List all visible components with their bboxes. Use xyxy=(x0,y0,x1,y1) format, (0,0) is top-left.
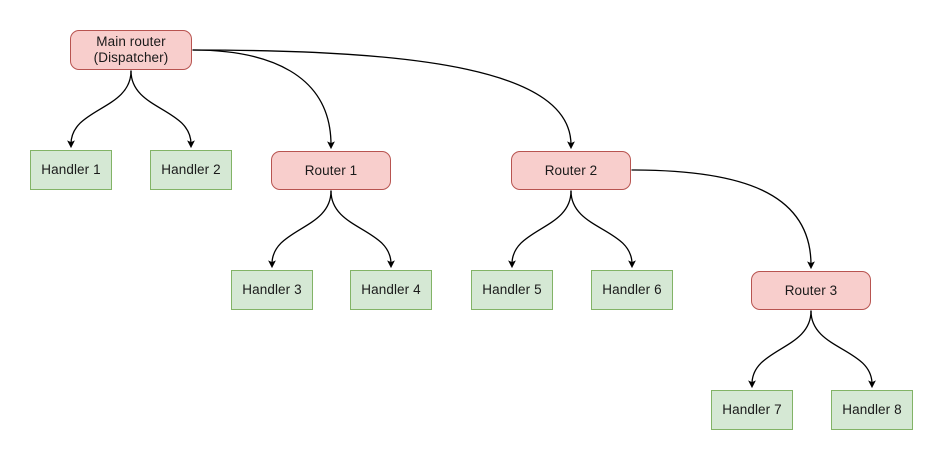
node-router-1[interactable]: Router 1 xyxy=(271,151,391,190)
node-handler-5[interactable]: Handler 5 xyxy=(471,270,553,310)
node-label-main-router: Main router (Dispatcher) xyxy=(93,34,169,65)
node-handler-3[interactable]: Handler 3 xyxy=(231,270,313,310)
node-handler-1[interactable]: Handler 1 xyxy=(30,150,112,190)
node-router-2[interactable]: Router 2 xyxy=(511,151,631,190)
edge-main-to-router-1 xyxy=(192,49,335,150)
edge-router-2-to-handler-5 xyxy=(508,190,572,269)
node-handler-6[interactable]: Handler 6 xyxy=(591,270,673,310)
node-label-handler-2: Handler 2 xyxy=(161,162,221,177)
node-label-router-1: Router 1 xyxy=(304,162,358,178)
edge-main-to-handler-1 xyxy=(67,70,132,149)
node-label-handler-3: Handler 3 xyxy=(242,282,302,297)
edge-main-to-handler-2 xyxy=(130,70,195,149)
edge-router-1-to-handler-3 xyxy=(268,190,332,269)
node-label-handler-1: Handler 1 xyxy=(41,162,101,177)
node-label-router-3: Router 3 xyxy=(784,282,838,298)
node-handler-2[interactable]: Handler 2 xyxy=(150,150,232,190)
edge-router-2-to-handler-6 xyxy=(570,190,636,269)
node-label-handler-4: Handler 4 xyxy=(361,282,421,297)
node-label-handler-6: Handler 6 xyxy=(602,282,662,297)
edge-router-1-to-handler-4 xyxy=(330,190,395,269)
node-label-router-2: Router 2 xyxy=(544,162,598,178)
node-router-3[interactable]: Router 3 xyxy=(751,271,871,310)
node-label-handler-5: Handler 5 xyxy=(482,282,542,297)
edge-router-2-to-router-3 xyxy=(631,169,815,270)
node-label-handler-7: Handler 7 xyxy=(722,402,782,417)
node-handler-7[interactable]: Handler 7 xyxy=(711,390,793,430)
node-label-handler-8: Handler 8 xyxy=(842,402,902,417)
node-main-router[interactable]: Main router (Dispatcher) xyxy=(70,30,192,70)
edge-router-3-to-handler-7 xyxy=(748,310,812,389)
node-handler-8[interactable]: Handler 8 xyxy=(831,390,913,430)
edge-router-3-to-handler-8 xyxy=(810,310,876,389)
node-handler-4[interactable]: Handler 4 xyxy=(350,270,432,310)
edges-group xyxy=(67,49,876,389)
edge-main-to-router-2 xyxy=(192,49,575,150)
